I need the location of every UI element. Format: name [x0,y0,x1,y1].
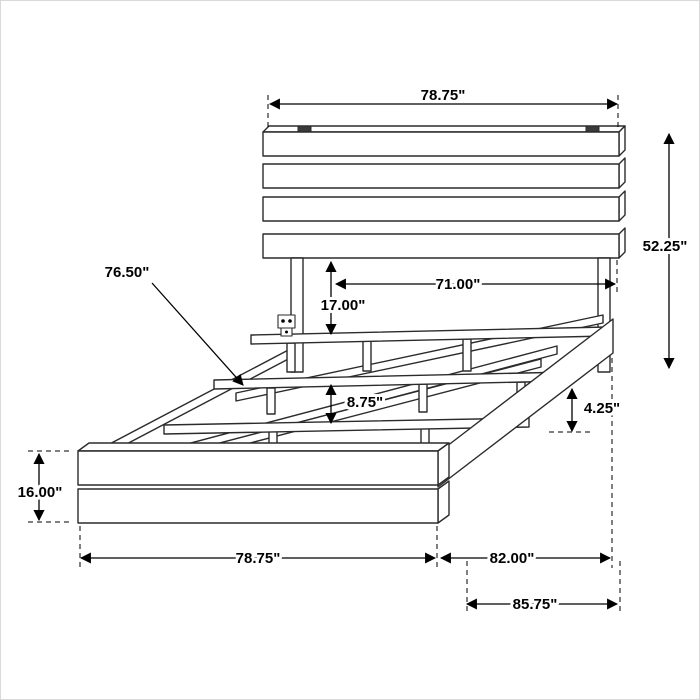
headboard-slat [262,131,620,157]
headboard-tab-right [585,125,600,133]
support-leg [362,340,372,372]
rail-drop-label: 4.25" [584,400,620,417]
dimension-lines [33,98,675,610]
overall-length-label: 85.75" [513,596,558,613]
headboard-slat-end [618,227,626,259]
headboard-top-face [262,125,626,133]
footboard-end [437,442,450,486]
footboard-height-label: 16.00" [18,484,63,501]
footboard-slat [77,450,439,486]
headboard-slat-end [618,125,626,157]
crossbar-slat [213,371,570,390]
footboard-top-face [77,442,450,452]
footboard-slat [77,488,439,524]
headboard-slat [262,196,620,222]
headboard-height-label: 52.25" [643,238,688,255]
inner-width-label: 71.00" [436,276,481,293]
support-leg [462,338,472,372]
headboard-slat-end [618,157,626,189]
headboard-width-label: 78.75" [421,87,466,104]
bracket-hardware [277,314,296,337]
headboard-slat [262,233,620,259]
crossbar-slat [250,326,608,345]
footboard-end [437,480,450,524]
footboard [77,442,450,524]
slat-length-leader-line [151,282,244,386]
support-leg [266,387,276,415]
dimension-labels: 78.75" 52.25" 76.50" 71.00" 17.00" 8.75"… [15,84,691,616]
footboard-width-label: 78.75" [236,550,281,567]
crossbar-slat [163,417,530,435]
headboard-tab-left [297,125,312,133]
frame-length-label: 82.00" [490,550,535,567]
support-leg [418,383,428,413]
slat-spacing-label: 8.75" [347,394,383,411]
slat-length-label: 76.50" [105,264,150,281]
headboard-gap-label: 17.00" [321,297,366,314]
headboard-slat [262,163,620,189]
support-leg [286,342,296,373]
headboard-slat-end [618,190,626,222]
